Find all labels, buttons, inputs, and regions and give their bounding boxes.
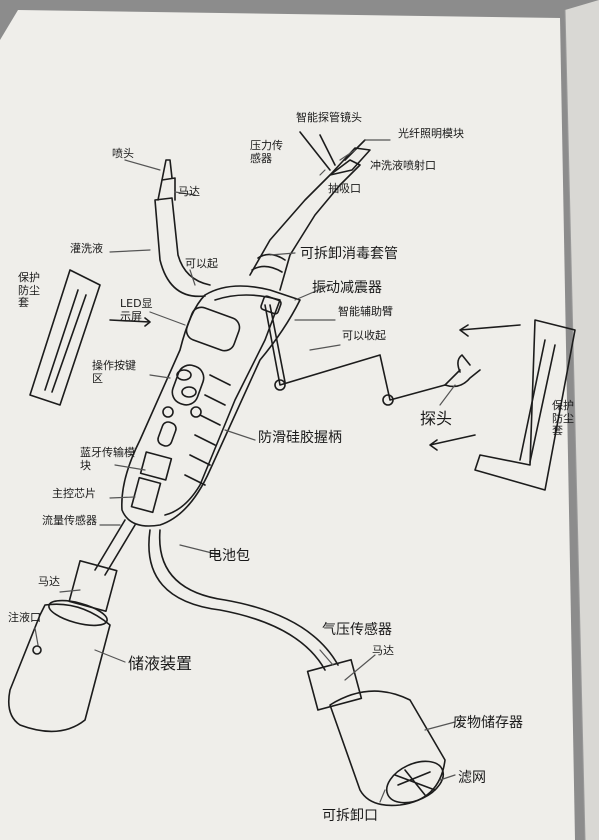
label-fiber-light: 光纤照明模块 (398, 127, 464, 140)
button-oval (171, 364, 205, 406)
filter (385, 760, 445, 804)
main-chip (130, 476, 162, 514)
label-led-display: LED显示屏 (120, 297, 153, 323)
right-lower-hose (148, 529, 339, 671)
label-flow-sensor: 流量传感器 (42, 514, 97, 527)
label-motor-right: 马达 (372, 644, 394, 657)
label-fill-port: 注液口 (8, 611, 41, 624)
damper (260, 295, 282, 315)
label-dust-cover-left: 保护防尘套 (18, 271, 40, 310)
dust-cover-left (29, 269, 101, 406)
label-main-chip: 主控芯片 (52, 487, 96, 500)
sleeve (249, 159, 361, 291)
dust-cover-right (474, 319, 576, 491)
label-pressure-sensor: 压力传感器 (250, 139, 283, 165)
label-detachable-port: 可拆卸口 (322, 808, 378, 824)
motor-right (306, 658, 363, 711)
left-lower-hose (94, 519, 136, 576)
label-smart-assist-arm: 智能辅助臂 (338, 305, 393, 318)
led-screen (185, 306, 241, 352)
liquid-tank (7, 603, 111, 733)
label-nozzle: 喷头 (112, 147, 134, 160)
label-motor-left: 马达 (38, 575, 60, 588)
fluid-hose (154, 197, 211, 298)
label-can-fold: 可以收起 (342, 329, 386, 342)
assist-arm (264, 304, 461, 401)
label-bluetooth: 蓝牙传输模块 (80, 446, 135, 472)
label-detachable-sleeve: 可拆卸消毒套管 (300, 246, 398, 262)
label-dust-cover-right: 保护防尘套 (552, 399, 574, 438)
label-probe-head: 探头 (420, 409, 453, 428)
tip (329, 147, 371, 176)
handle-body (121, 285, 301, 527)
label-can-rise: 可以起 (185, 257, 218, 270)
label-irrigation-fluid: 灌洗液 (70, 242, 103, 255)
label-flush-port: 冲洗液喷射口 (370, 159, 436, 172)
label-smart-pipe-head: 智能探管镜头 (296, 111, 362, 124)
label-vibration-damper: 振动减震器 (312, 280, 382, 296)
label-operation-area: 操作按键区 (92, 359, 136, 385)
bluetooth-chip (139, 451, 173, 481)
label-battery-pack: 电池包 (208, 548, 250, 564)
label-waste-storage: 废物储存器 (453, 715, 523, 731)
waste-container (329, 690, 446, 807)
label-filter-screen: 滤网 (458, 770, 486, 786)
label-air-pressure-sensor: 气压传感器 (322, 622, 392, 638)
label-liquid-storage: 储液装置 (128, 654, 193, 673)
paper-sheet (0, 10, 575, 840)
label-motor-top: 马达 (178, 185, 200, 198)
label-anti-slip-grip: 防滑硅胶握柄 (258, 430, 342, 446)
probe-claw (444, 354, 481, 388)
label-suction-port: 抽吸口 (328, 182, 361, 195)
